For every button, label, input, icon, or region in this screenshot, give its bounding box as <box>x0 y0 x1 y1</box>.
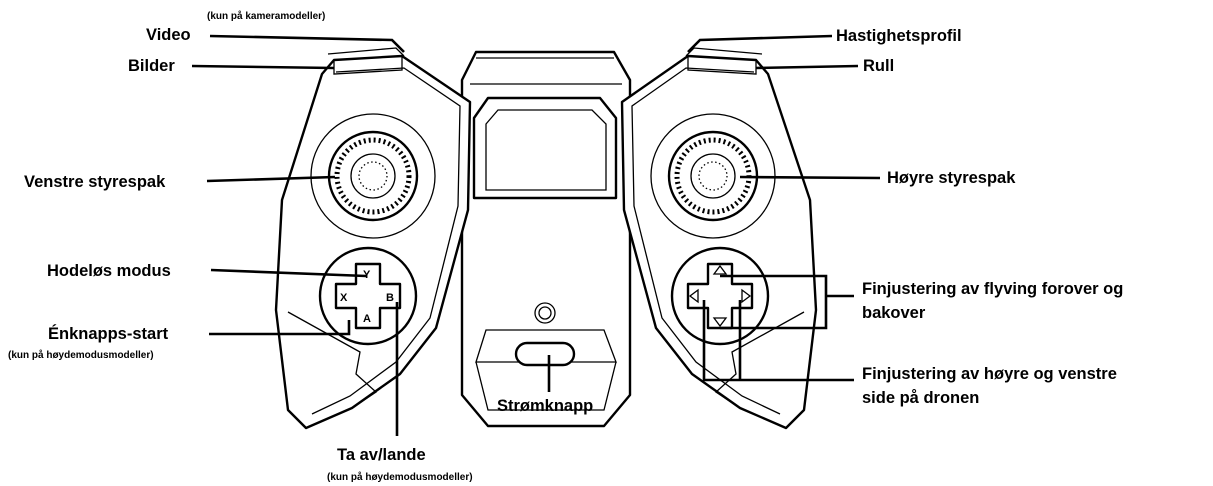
button-b[interactable]: B <box>386 292 394 304</box>
leader-lines <box>191 34 881 436</box>
label-trim-side-line2: side på dronen <box>862 389 979 407</box>
label-trim-forward-line1: Finjustering av flyving forover og <box>862 280 1123 298</box>
label-trim-side-line1: Finjustering av høyre og venstre <box>862 365 1117 383</box>
label-power: Strømknapp <box>497 397 593 415</box>
video-note: (kun på kameramodeller) <box>207 10 325 22</box>
controller-right-wing <box>620 47 818 430</box>
label-takeoff-land: Ta av/lande <box>337 446 426 464</box>
right-trim-pad <box>670 246 770 346</box>
display-screen <box>472 96 618 200</box>
trim-up-arrow[interactable] <box>712 264 728 275</box>
label-trim-forward-line2: bakover <box>862 304 926 322</box>
button-x[interactable]: X <box>340 292 348 304</box>
label-speed-profile: Hastighetsprofil <box>836 27 962 45</box>
label-video: Video <box>146 26 191 44</box>
trim-left-arrow[interactable] <box>688 288 699 304</box>
label-headless: Hodeløs modus <box>47 262 171 280</box>
center-small-button[interactable] <box>534 302 556 324</box>
left-joystick[interactable] <box>310 113 436 239</box>
controller-center-body <box>460 50 632 428</box>
label-pictures: Bilder <box>128 57 175 75</box>
left-button-pad <box>318 246 418 346</box>
trim-right-arrow[interactable] <box>741 288 752 304</box>
takeoff-note: (kun på høydemodusmodeller) <box>327 471 473 483</box>
one-key-note: (kun på høydemodusmodeller) <box>8 349 154 361</box>
label-left-stick: Venstre styrespak <box>24 173 166 191</box>
label-roll: Rull <box>863 57 894 75</box>
trim-down-arrow[interactable] <box>712 317 728 328</box>
label-right-stick: Høyre styrespak <box>887 169 1016 187</box>
label-one-key-start: Énknapps-start <box>48 324 169 343</box>
button-a[interactable]: A <box>363 313 371 325</box>
power-button[interactable] <box>514 341 576 367</box>
button-y[interactable]: Y <box>363 269 371 281</box>
